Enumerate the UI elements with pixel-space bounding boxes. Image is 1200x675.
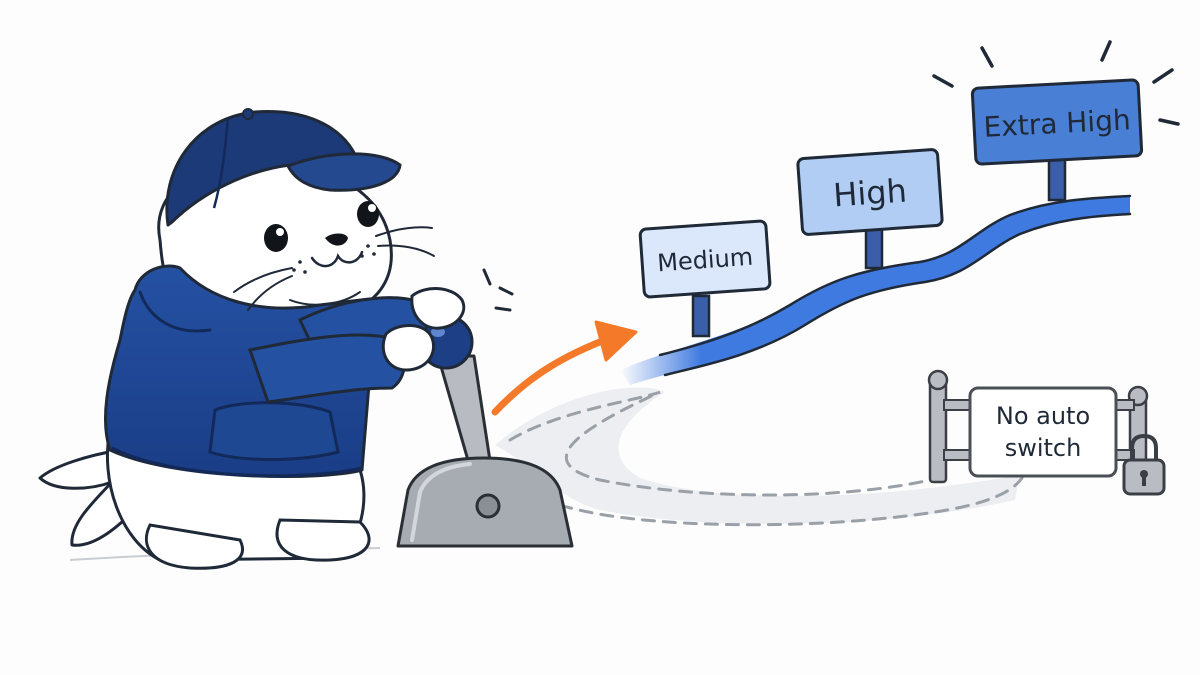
sign-extra-high: Extra High xyxy=(932,40,1180,202)
cap-seam xyxy=(212,117,230,209)
rising-path-outline-top xyxy=(658,194,1132,357)
level-label-medium: Medium xyxy=(656,243,754,278)
hoodie-pocket xyxy=(208,401,340,461)
gate-label-line2: switch xyxy=(1005,434,1082,462)
sign-board xyxy=(796,148,944,236)
gate-board xyxy=(968,386,1118,478)
seal-mouth xyxy=(310,250,364,268)
gate-label-line1: No auto xyxy=(996,402,1090,430)
whisker-dots xyxy=(292,244,376,274)
seal-character xyxy=(38,108,466,570)
sign-post xyxy=(864,224,884,270)
seal-eye-left xyxy=(264,224,288,252)
motion-marks xyxy=(482,268,514,312)
seal-foot-left xyxy=(144,523,244,570)
hoodie-hood-fold xyxy=(138,290,212,333)
floor-path-band xyxy=(495,387,1020,524)
seal-flipper-lower xyxy=(381,324,435,372)
rising-path-outline-bottom xyxy=(663,212,1132,377)
gate-post-left xyxy=(928,380,948,484)
sign-post xyxy=(1047,154,1067,202)
gate-post-cap-left xyxy=(927,369,949,391)
seal-chin xyxy=(289,291,361,306)
seal-eye-right xyxy=(357,201,379,227)
cap-button xyxy=(242,108,254,120)
upgrade-arrowhead xyxy=(594,320,638,362)
no-auto-switch-gate: No auto switch xyxy=(927,369,1166,496)
sign-high: High xyxy=(796,148,944,270)
level-label-extra-high: Extra High xyxy=(983,103,1132,144)
hoodie-hem xyxy=(111,446,363,478)
lever-base-highlight xyxy=(410,462,472,542)
cap-brim xyxy=(285,152,402,192)
sign-board xyxy=(638,219,772,299)
level-lever xyxy=(396,268,574,548)
dashed-path-upper xyxy=(508,390,932,497)
whiskers xyxy=(233,226,435,311)
padlock-icon xyxy=(1122,433,1166,496)
lever-pivot xyxy=(475,493,501,519)
sign-medium: Medium xyxy=(638,219,772,338)
seal-nose xyxy=(325,233,348,246)
sign-post xyxy=(691,294,711,338)
seal-foot-right xyxy=(275,518,371,562)
level-label-high: High xyxy=(832,171,908,214)
upgrade-arrow xyxy=(491,334,614,416)
dashed-path-lower xyxy=(558,476,1024,527)
sign-board xyxy=(970,78,1144,166)
hoodie-sleeve-front xyxy=(248,333,407,404)
glow-burst xyxy=(932,40,1180,126)
seal-flipper-upper xyxy=(410,287,466,330)
